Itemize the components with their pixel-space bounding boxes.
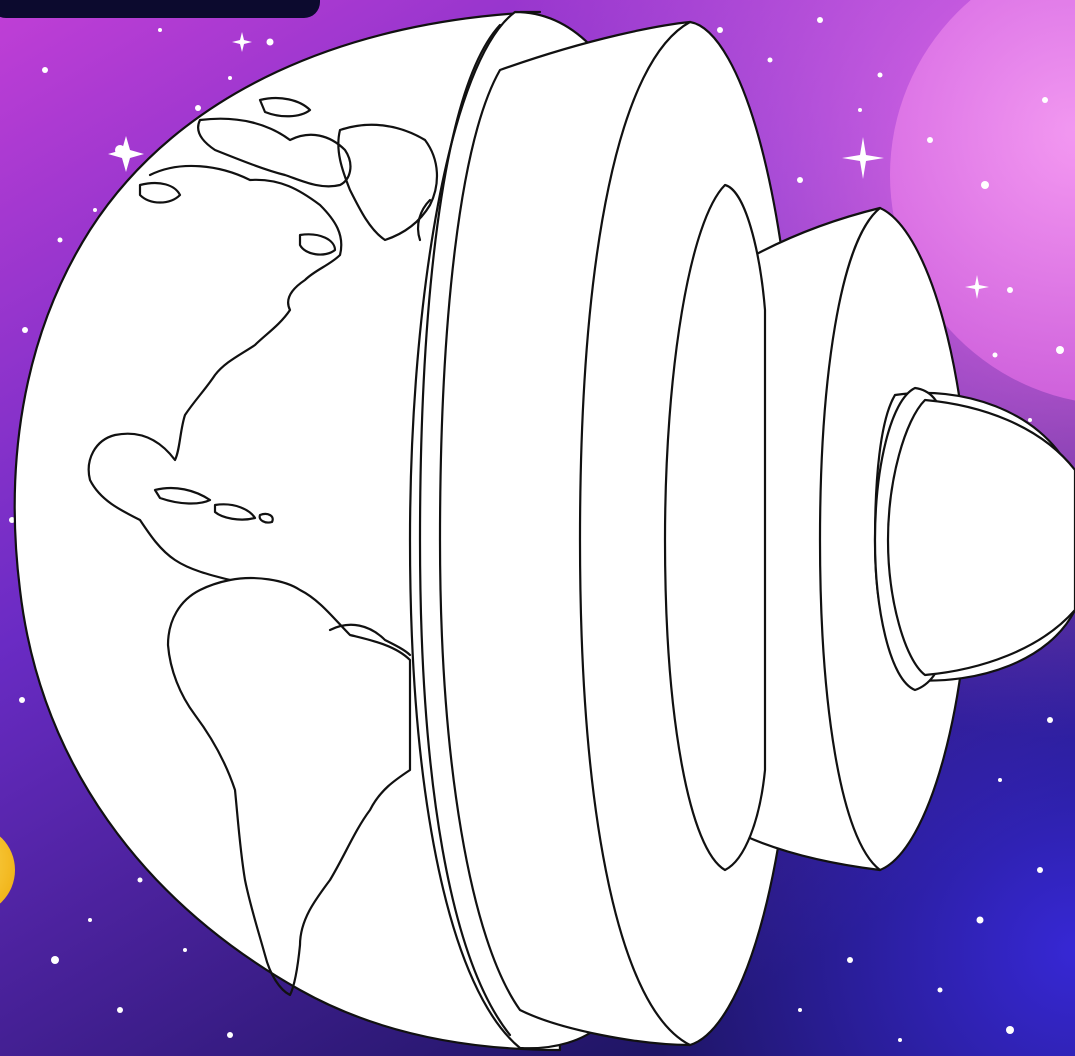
layer-inner-core (888, 400, 1075, 675)
top-bar (0, 0, 320, 18)
